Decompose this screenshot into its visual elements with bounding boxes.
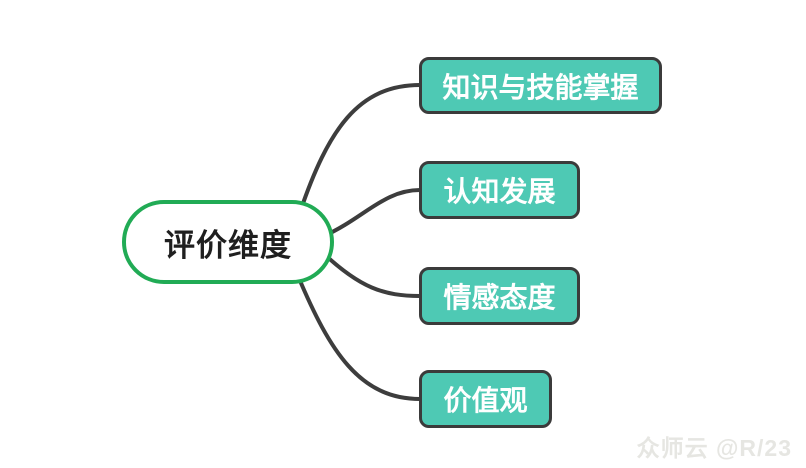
connector-root-to-topic-2 (322, 188, 422, 238)
topic-node-label: 价值观 (443, 385, 528, 416)
topic-node-knowledge-skills[interactable]: 知识与技能掌握 (419, 57, 662, 114)
connector-root-to-topic-3 (320, 250, 422, 298)
root-node-label: 评价维度 (164, 227, 292, 263)
topic-node-label: 认知发展 (443, 176, 556, 207)
topic-node-values[interactable]: 价值观 (419, 370, 552, 428)
topic-node-emotional-attitude[interactable]: 情感态度 (419, 267, 580, 325)
topic-node-label: 知识与技能掌握 (442, 71, 639, 103)
root-node[interactable]: 评价维度 (122, 200, 334, 284)
connector-root-to-topic-1 (298, 83, 422, 214)
topic-node-cognitive-development[interactable]: 认知发展 (419, 161, 580, 219)
connector-root-to-topic-4 (296, 274, 422, 401)
watermark: 众师云 @R/23 (636, 435, 792, 461)
topic-node-label: 情感态度 (443, 282, 556, 313)
